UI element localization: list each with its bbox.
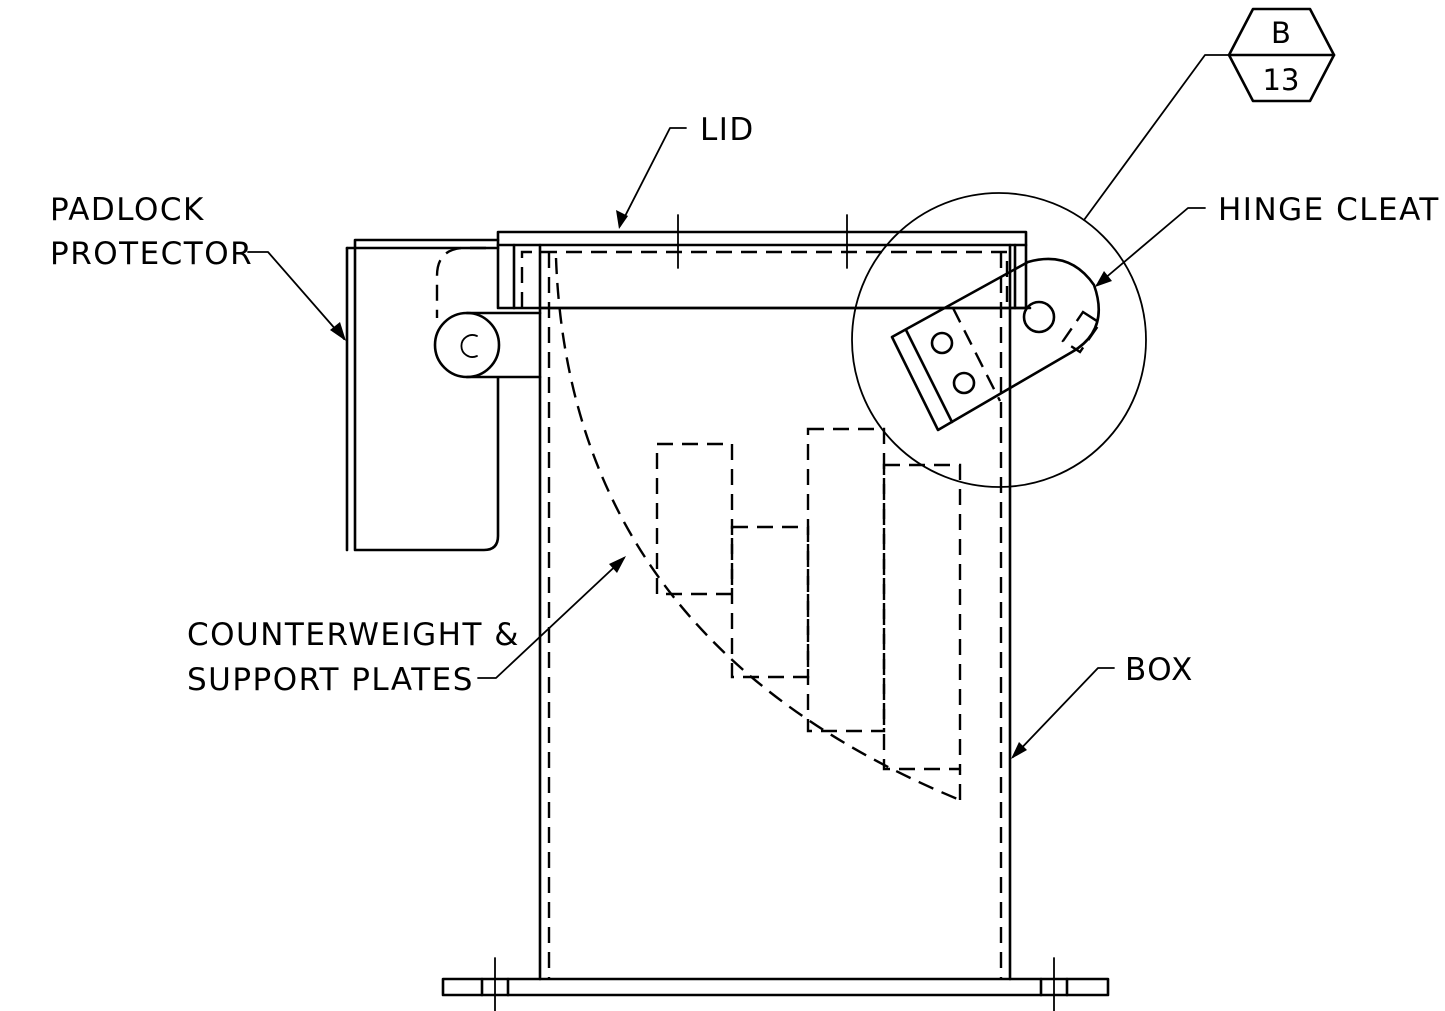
lid (496, 214, 1028, 310)
counterweight-plates (554, 257, 962, 802)
box-callout: BOX (1011, 652, 1194, 759)
lid-arrowhead (616, 210, 628, 229)
padlock-protector-label-line1: PADLOCK (50, 192, 205, 228)
lid-label: LID (700, 112, 755, 148)
sheet-reference: 13 (1263, 63, 1300, 97)
padlock-protector-label-line2: PROTECTOR (50, 236, 253, 272)
lid-callout: LID (616, 112, 755, 229)
box-body (538, 243, 1032, 981)
hinge-detail-circle (851, 192, 1147, 488)
hinge-cleat-callout: HINGE CLEAT (1095, 192, 1440, 287)
counterweight-label-line2: SUPPORT PLATES (187, 662, 474, 698)
hinge-cleat-label: HINGE CLEAT (1218, 192, 1440, 228)
padlock-protector-callout: PADLOCK PROTECTOR (50, 192, 346, 341)
detail-callout-badge: B 13 (1083, 7, 1336, 221)
hinge-cleat-arrowhead (1095, 271, 1112, 287)
counterweight-arrowhead (609, 556, 626, 573)
padlock-arrowhead (330, 322, 346, 341)
box-label: BOX (1125, 652, 1194, 688)
detail-reference: B (1271, 16, 1291, 50)
box-arrowhead (1011, 742, 1027, 759)
counterweight-label-line1: COUNTERWEIGHT & (187, 617, 520, 653)
hinge-cleat (890, 257, 1102, 432)
counterweight-callout: COUNTERWEIGHT & SUPPORT PLATES (187, 556, 626, 698)
padlock-protector (345, 238, 542, 552)
base-plate (441, 957, 1110, 1011)
